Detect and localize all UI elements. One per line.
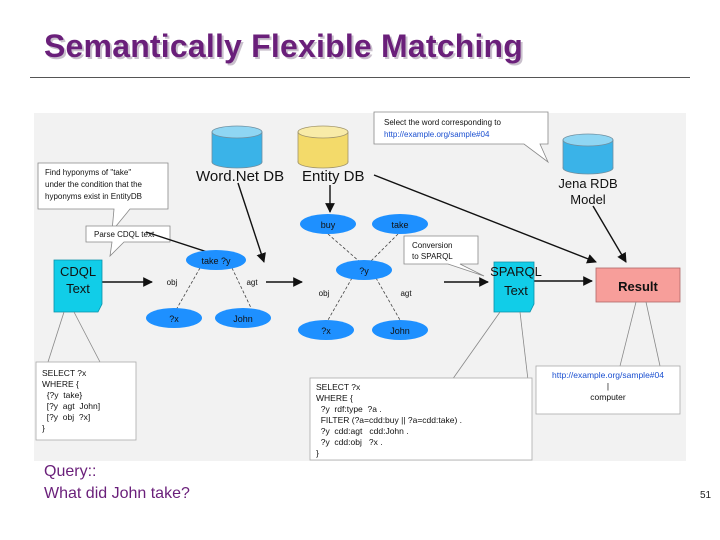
cdql-code-line2: WHERE { <box>42 379 79 389</box>
edge-entity-to-result <box>373 174 597 264</box>
node-john-left: John <box>215 308 271 328</box>
node-take-label: take <box>391 220 408 230</box>
jena-rdb-label-line1: Jena RDB <box>558 176 617 191</box>
jena-rdb-icon <box>562 133 614 175</box>
result-node: Result <box>595 267 681 303</box>
node-y-mid-label: ?y <box>359 266 369 276</box>
select-word-callout: Select the word corresponding to http://… <box>373 111 549 164</box>
sparql-code-line5: ?y cdd:agt cdd:John . <box>316 426 409 436</box>
cdql-code-line3: {?y take} <box>42 390 82 400</box>
query-text: What did John take? <box>44 485 190 502</box>
edge-wordnet-to-take <box>237 182 266 263</box>
sparql-text-line1: SPARQL <box>490 264 542 279</box>
select-word-callout-line1: Select the word corresponding to <box>384 118 502 127</box>
result-url: http://example.org/sample#04 <box>552 370 664 380</box>
node-take-y-label: take ?y <box>201 256 231 266</box>
node-john-left-label: John <box>233 314 253 324</box>
cdql-query-box: SELECT ?x WHERE { {?y take} [?y agt John… <box>35 311 137 441</box>
result-value-box: http://example.org/sample#04 | computer <box>535 301 681 415</box>
entity-db-icon <box>297 125 349 169</box>
node-x-left: ?x <box>146 308 202 328</box>
cdql-text-line1: CDQL <box>60 264 96 279</box>
edge-label-obj-mid: obj <box>319 289 330 298</box>
wordnet-db-icon <box>211 125 263 169</box>
result-value: computer <box>590 392 626 402</box>
edge-label-agt-mid: agt <box>400 289 412 298</box>
sparql-text-node: SPARQL Text <box>490 261 542 313</box>
node-x-mid: ?x <box>298 320 354 340</box>
sparql-code-line3: ?y rdf:type ?a . <box>316 404 382 414</box>
hyponyms-callout-line3: hyponyms exist in EntityDB <box>45 192 142 201</box>
cdql-code-line5: [?y obj ?x] <box>42 412 90 422</box>
node-john-mid-label: John <box>390 326 410 336</box>
sparql-code-line2: WHERE { <box>316 393 353 403</box>
title-divider <box>30 77 690 78</box>
node-x-mid-label: ?x <box>321 326 331 336</box>
page-number: 51 <box>700 490 712 501</box>
select-word-callout-url: http://example.org/sample#04 <box>384 130 490 139</box>
edge-label-obj-left: obj <box>167 278 178 287</box>
edge-jena-to-result <box>592 205 627 263</box>
sparql-code-line6: ?y cdd:obj ?x . <box>316 437 383 447</box>
cdql-code-line6: } <box>42 423 45 433</box>
wordnet-db-label: Word.Net DB <box>196 168 284 185</box>
node-buy: buy <box>300 214 356 234</box>
conversion-callout-line2: to SPARQL <box>412 252 453 261</box>
cdql-code-line4: [?y agt John] <box>42 401 100 411</box>
left-graph-edges <box>175 267 253 311</box>
parse-cdql-callout-text: Parse CDQL text <box>94 230 155 239</box>
cdql-code-line1: SELECT ?x <box>42 368 87 378</box>
conversion-callout-line1: Conversion <box>412 241 452 250</box>
conversion-callout: Conversion to SPARQL <box>403 235 485 277</box>
node-y-mid: ?y <box>336 260 392 280</box>
query-label: Query:: <box>44 463 97 480</box>
result-separator: | <box>607 381 609 391</box>
result-label: Result <box>618 279 658 294</box>
cdql-text-node: CDQL Text <box>53 259 103 313</box>
node-x-left-label: ?x <box>169 314 179 324</box>
jena-rdb-label-line2: Model <box>570 192 606 207</box>
entity-db-label: Entity DB <box>302 168 365 185</box>
node-take-y: take ?y <box>186 250 246 270</box>
node-buy-label: buy <box>321 220 336 230</box>
cdql-text-line2: Text <box>66 281 90 296</box>
sparql-text-line2: Text <box>504 283 528 298</box>
sparql-code-line4: FILTER (?a=cdd:buy || ?a=cdd:take) . <box>316 415 462 425</box>
sparql-query-box: SELECT ?x WHERE { ?y rdf:type ?a . FILTE… <box>309 311 533 461</box>
mid-graph-edges <box>327 233 401 321</box>
hyponyms-callout-line2: under the condition that the <box>45 180 143 189</box>
node-take: take <box>372 214 428 234</box>
query-block: Query:: What did John take? <box>44 461 190 505</box>
hyponyms-callout-line1: Find hyponyms of "take" <box>45 168 131 177</box>
hyponyms-callout: Find hyponyms of "take" under the condit… <box>37 162 169 233</box>
sparql-code-line7: } <box>316 448 319 458</box>
edge-label-agt-left: agt <box>246 278 258 287</box>
sparql-code-line1: SELECT ?x <box>316 382 361 392</box>
node-john-mid: John <box>372 320 428 340</box>
slide-title: Semantically Flexible Matching <box>44 28 524 64</box>
